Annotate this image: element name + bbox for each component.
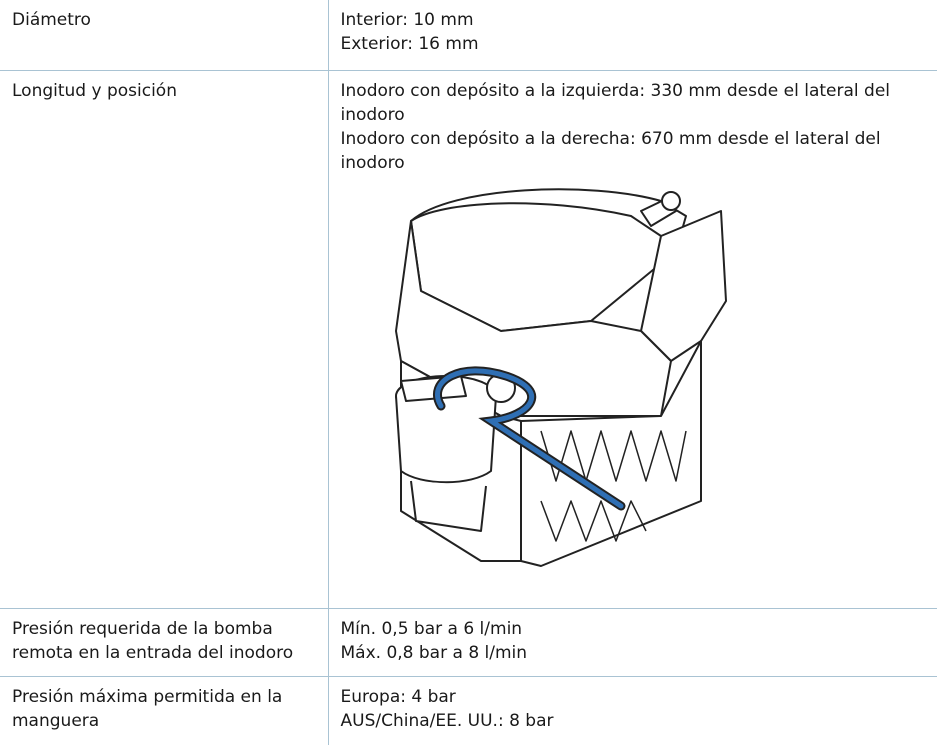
table-row: Presión máxima permitida en la manguera …: [0, 675, 937, 745]
value-line: Inodoro con depósito a la izquierda: 330…: [340, 80, 891, 125]
value-line: Mín. 0,5 bar a 6 l/min: [340, 618, 523, 639]
value-line: AUS/China/EE. UU.: 8 bar: [340, 710, 554, 731]
row-label: Presión requerida de la bomba remota en …: [0, 607, 329, 677]
row-value: Europa: 4 bar AUS/China/EE. UU.: 8 bar: [327, 675, 937, 745]
value-line: Interior: 10 mm: [340, 10, 474, 30]
row-label: Presión máxima permitida en la manguera: [0, 675, 329, 745]
value-line: Exterior: 16 mm: [340, 34, 479, 54]
value-line: Europa: 4 bar: [340, 686, 456, 707]
row-value: Interior: 10 mm Exterior: 16 mm: [327, 0, 937, 71]
row-label: Longitud y posición: [0, 69, 329, 609]
value-line: Inodoro con depósito a la derecha: 670 m…: [340, 128, 881, 173]
table-row: Presión requerida de la bomba remota en …: [0, 607, 937, 677]
row-label: Diámetro: [0, 0, 329, 71]
row-value: Mín. 0,5 bar a 6 l/min Máx. 0,8 bar a 8 …: [327, 607, 937, 677]
value-line: Máx. 0,8 bar a 8 l/min: [340, 642, 528, 663]
table-row: Diámetro Interior: 10 mm Exterior: 16 mm: [0, 0, 937, 71]
table-row: Longitud y posición Inodoro con depósito…: [0, 69, 937, 609]
toilet-with-hose-illustration: [341, 181, 926, 576]
row-value: Inodoro con depósito a la izquierda: 330…: [327, 69, 937, 609]
